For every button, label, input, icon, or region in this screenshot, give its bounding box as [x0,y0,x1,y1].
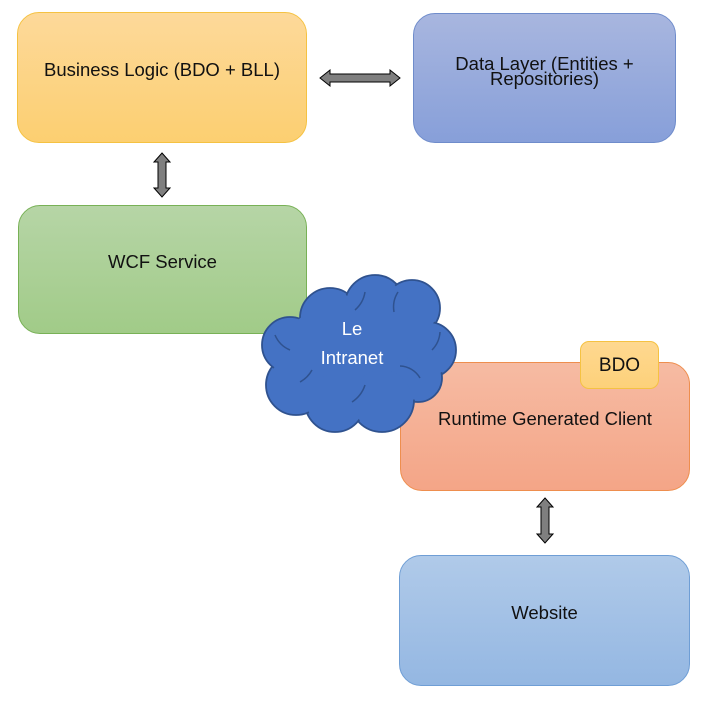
business-logic-node: Business Logic (BDO + BLL) [17,12,307,143]
wcf-service-label: WCF Service [108,251,217,272]
data-layer-node: Data Layer (Entities + Repositories) [413,13,676,143]
website-node: Website [399,555,690,686]
arrow-business-to-wcf [152,152,172,198]
intranet-cloud-label: Le Intranet [296,314,408,372]
website-label: Website [511,601,578,623]
bdo-tag-node: BDO [580,341,659,389]
business-logic-label: Business Logic (BDO + BLL) [44,59,280,80]
bdo-tag-label: BDO [598,354,641,376]
intranet-label-line-1: Le [341,318,363,339]
runtime-client-label: Runtime Generated Client [438,407,652,429]
data-layer-label-line-1: Data Layer (Entities + [455,53,634,74]
data-layer-label-line-2: Repositories) [490,68,599,89]
arrow-client-to-website [535,497,555,544]
wcf-service-node: WCF Service [18,205,307,334]
arrow-business-to-data [319,68,401,88]
intranet-label-line-2: Intranet [320,347,384,368]
